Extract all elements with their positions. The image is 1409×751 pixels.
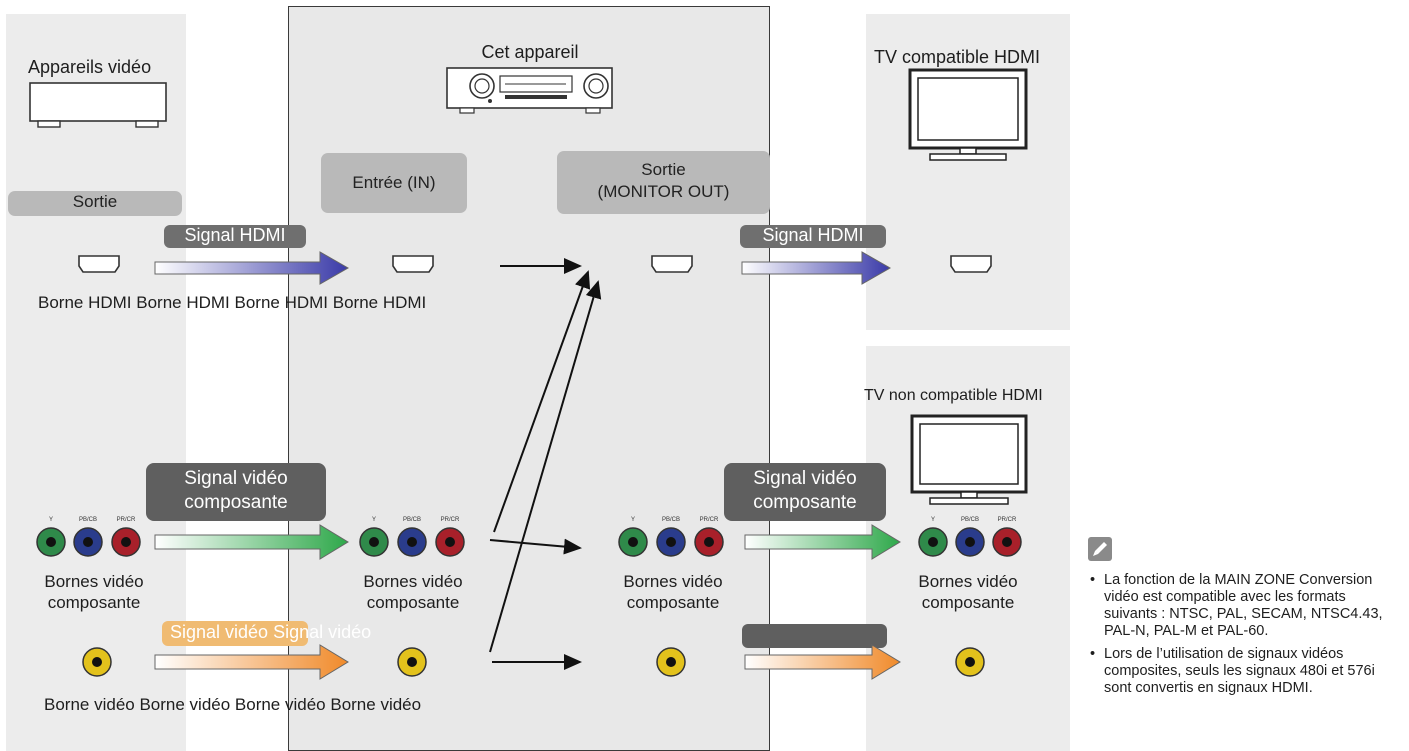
video-jack-input [397,647,427,677]
component-to-hdmi-arrow [493,270,591,533]
this-unit-title: Cet appareil [481,42,579,62]
jack-label-pb: PB/CB [662,517,680,523]
pencil-icon-glyph [1093,542,1107,556]
receiver-icon [446,67,613,114]
component-signal-line2: composante [184,492,288,513]
component-arrow-1 [154,524,349,560]
hdmi-port-icon [392,255,434,273]
video-device-icon [29,82,167,128]
monitor-out-line2: (MONITOR OUT) [597,182,730,201]
component-jacks-input: Y PB/CB PR/CR [359,517,465,557]
component-caption-source: Bornes vidéo composante [8,571,180,613]
component-signal-line2: composante [753,492,857,513]
component-caption-input: Bornes vidéo composante [328,571,498,613]
component-caption-line1: Bornes vidéo [918,572,1018,591]
input-in-tag: Entrée (IN) [321,153,467,213]
hdmi-arrow-1 [154,251,350,285]
video-jack-output [656,647,686,677]
tv-hdmi-title: TV compatible HDMI [874,47,1041,67]
tv-hdmi-icon [908,68,1028,161]
video-terminals-caption: Borne vidéo Borne vidéo Borne vidéo Born… [44,695,422,714]
hdmi-terminals-caption: Borne HDMI Borne HDMI Borne HDMI Borne H… [38,293,427,312]
component-caption-output: Bornes vidéo composante [588,571,758,613]
jack-label-pb: PB/CB [403,517,421,523]
jack-label-pb: PB/CB [961,517,979,523]
note-item: La fonction de la MAIN ZONE Conversion v… [1090,572,1402,640]
output-tag: Sortie [8,191,182,216]
jack-label-y: Y [931,517,935,523]
video-arrow-2 [744,644,901,680]
jack-label-y: Y [631,517,635,523]
source-devices-panel [6,14,186,751]
video-jack-tv [955,647,985,677]
jack-label-pr: PR/CR [117,517,136,523]
component-signal-tag-2: Signal vidéo composante [724,463,886,521]
this-unit-panel [288,6,770,751]
jack-label-pr: PR/CR [700,517,719,523]
jack-label-y: Y [49,517,53,523]
jack-label-pr: PR/CR [998,517,1017,523]
pencil-icon [1088,537,1112,561]
component-caption-line2: composante [626,593,720,612]
component-caption-line1: Bornes vidéo [44,572,144,591]
hdmi-port-icon [950,255,992,273]
hdmi-signal-tag-1: Signal HDMI [164,225,306,248]
note-item: Lors de l’utilisation de signaux vidéos … [1090,646,1402,697]
component-through-arrow [489,538,582,555]
component-caption-line2: composante [366,593,460,612]
tv-non-hdmi-icon [910,414,1028,505]
hdmi-arrow-2 [741,251,892,285]
video-signal-tag-empty [742,624,887,648]
component-signal-line1: Signal vidéo [184,468,288,489]
video-to-hdmi-arrow [489,280,602,653]
jack-label-pr: PR/CR [441,517,460,523]
component-caption-line1: Bornes vidéo [363,572,463,591]
hdmi-port-icon [78,255,120,273]
component-jacks-tv: Y PB/CB PR/CR [918,517,1022,557]
hdmi-signal-tag-2: Signal HDMI [740,225,886,248]
jack-label-pb: PB/CB [79,517,97,523]
tv-non-hdmi-title: TV non compatible HDMI [864,387,1043,404]
jack-label-y: Y [372,517,376,523]
component-jacks-source: Y PB/CB PR/CR [36,517,141,557]
component-jacks-output: Y PB/CB PR/CR [618,517,724,557]
component-caption-line1: Bornes vidéo [623,572,723,591]
monitor-out-line1: Sortie [641,160,686,179]
component-caption-tv: Bornes vidéo composante [883,571,1053,613]
component-caption-line2: composante [47,593,141,612]
notes-list: La fonction de la MAIN ZONE Conversion v… [1090,572,1402,703]
component-signal-line1: Signal vidéo [753,468,857,489]
component-arrow-2 [744,524,901,560]
component-caption-line2: composante [921,593,1015,612]
component-signal-tag-1: Signal vidéo composante [146,463,326,521]
source-devices-title: Appareils vidéo [28,57,152,77]
video-jack-source [82,647,112,677]
video-arrow-1 [154,644,349,680]
tv-hdmi-panel [866,14,1070,330]
hdmi-port-icon [651,255,693,273]
monitor-out-tag: Sortie (MONITOR OUT) [557,151,770,214]
